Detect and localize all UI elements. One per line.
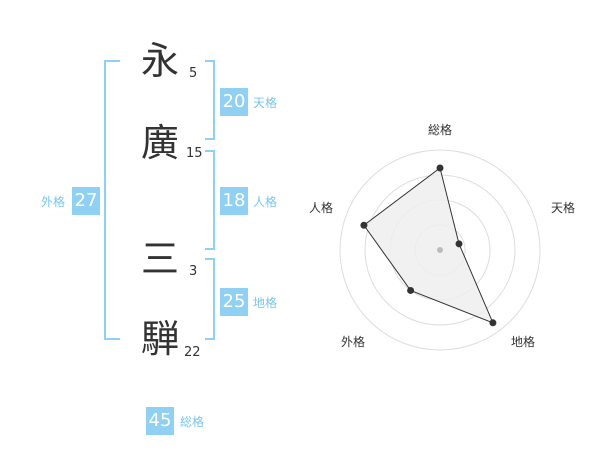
radar-series-polygon: [363, 167, 494, 324]
radar-center-point: [437, 247, 443, 253]
soukaku-label: 総格: [180, 415, 205, 429]
radar-point-2: [489, 319, 497, 327]
stroke-count-2: 15: [186, 146, 203, 161]
radar-point-1: [455, 240, 463, 248]
char-4: 騨: [141, 317, 180, 361]
radar-point-0: [436, 164, 444, 172]
radar-axis-label-jinkaku: 人格: [309, 201, 334, 215]
radar-axis-label-soukaku: 総格: [428, 123, 453, 137]
jinkaku-label: 人格: [253, 195, 278, 209]
stroke-count-3: 3: [189, 264, 198, 279]
radar-grid-ring: [339, 149, 541, 351]
jinkaku-value: 18: [220, 187, 248, 215]
radar-point-4: [360, 221, 368, 229]
char-1: 永: [141, 39, 180, 83]
radar-point-3: [407, 286, 415, 294]
tenkaku-label: 天格: [253, 96, 278, 110]
soukaku-value: 45: [146, 407, 174, 435]
gaikaku-label: 外格: [41, 195, 66, 209]
radar-axis-label-tenkaku: 天格: [551, 201, 576, 215]
gaikaku-value: 27: [72, 187, 100, 215]
stroke-count-1: 5: [189, 66, 198, 81]
char-2: 廣: [141, 121, 180, 165]
chikaku-label: 地格: [253, 296, 278, 310]
radar-axis-label-gaikaku: 外格: [341, 335, 366, 349]
stroke-count-4: 22: [184, 345, 201, 360]
char-3: 三: [141, 237, 180, 281]
radar-axis-label-chikaku: 地格: [511, 335, 536, 349]
chikaku-value: 25: [220, 288, 248, 316]
tenkaku-value: 20: [220, 88, 248, 116]
